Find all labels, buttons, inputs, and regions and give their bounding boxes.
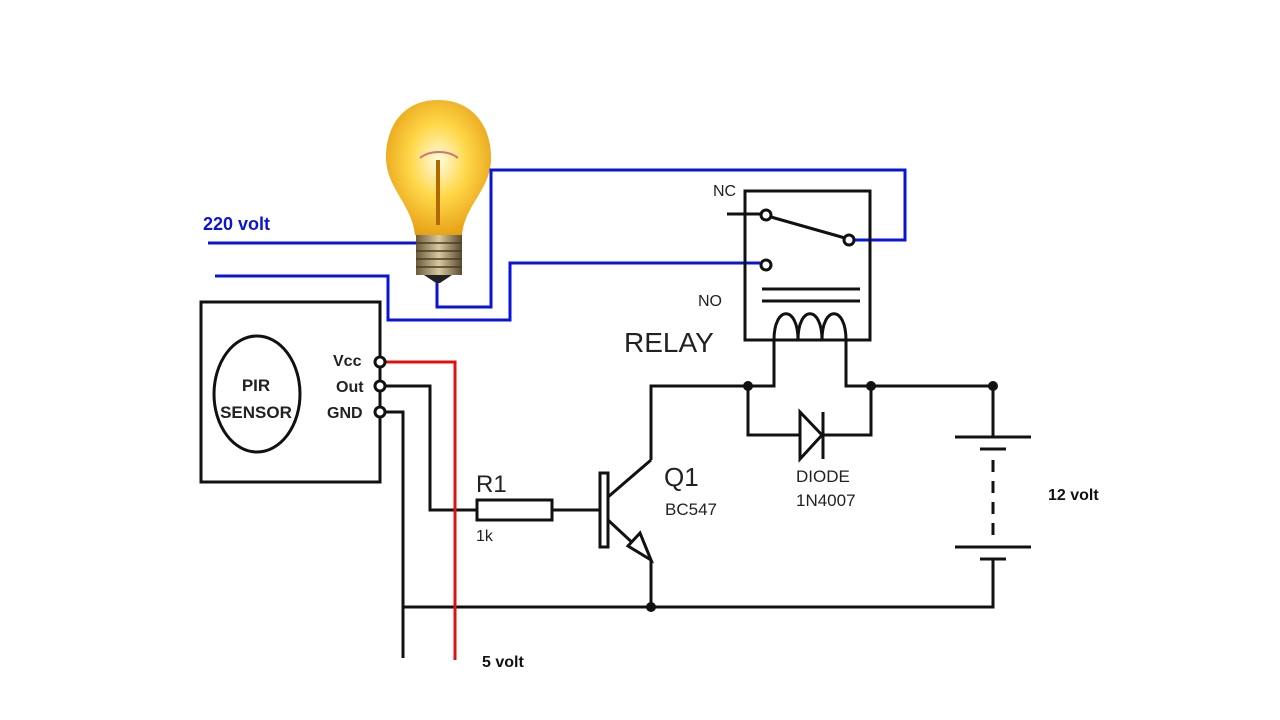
sensor-label-line1: PIR — [242, 376, 270, 395]
diode-symbol — [798, 408, 825, 463]
pin-out-label: Out — [336, 379, 364, 396]
vcc-wire — [381, 360, 457, 660]
gnd-wire — [381, 410, 405, 658]
diode-part-label: 1N4007 — [796, 491, 856, 510]
coil-left-lead — [649, 340, 776, 460]
resistor-symbol — [475, 498, 554, 522]
pin-vcc-label: Vcc — [333, 353, 362, 370]
relay-no-label: NO — [698, 293, 722, 310]
supply-label: 5 volt — [482, 654, 524, 671]
lamp-to-relay-wire — [435, 168, 907, 309]
light-bulb-icon — [385, 100, 492, 283]
junction-dots — [373, 355, 998, 612]
mains-wire-neutral — [215, 261, 760, 322]
battery-label: 12 volt — [1048, 487, 1099, 504]
resistor-name-label: R1 — [476, 471, 507, 498]
resistor-value-label: 1k — [476, 528, 494, 545]
transistor-name-label: Q1 — [664, 462, 699, 492]
diode-wire — [746, 386, 800, 437]
battery-symbol — [403, 435, 1031, 609]
coil-right-lead — [844, 340, 995, 437]
transistor-symbol — [598, 458, 655, 607]
mains-label: 220 volt — [203, 214, 270, 234]
sensor-label-line2: SENSOR — [220, 403, 292, 422]
relay-symbol — [727, 189, 872, 342]
relay-label: RELAY — [624, 327, 714, 358]
diode-name-label: DIODE — [796, 467, 850, 486]
relay-nc-label: NC — [713, 183, 736, 200]
transistor-part-label: BC547 — [665, 500, 717, 519]
diode-wire-right — [822, 386, 873, 437]
pin-gnd-label: GND — [327, 405, 363, 422]
sensor-out-wire — [381, 384, 477, 512]
